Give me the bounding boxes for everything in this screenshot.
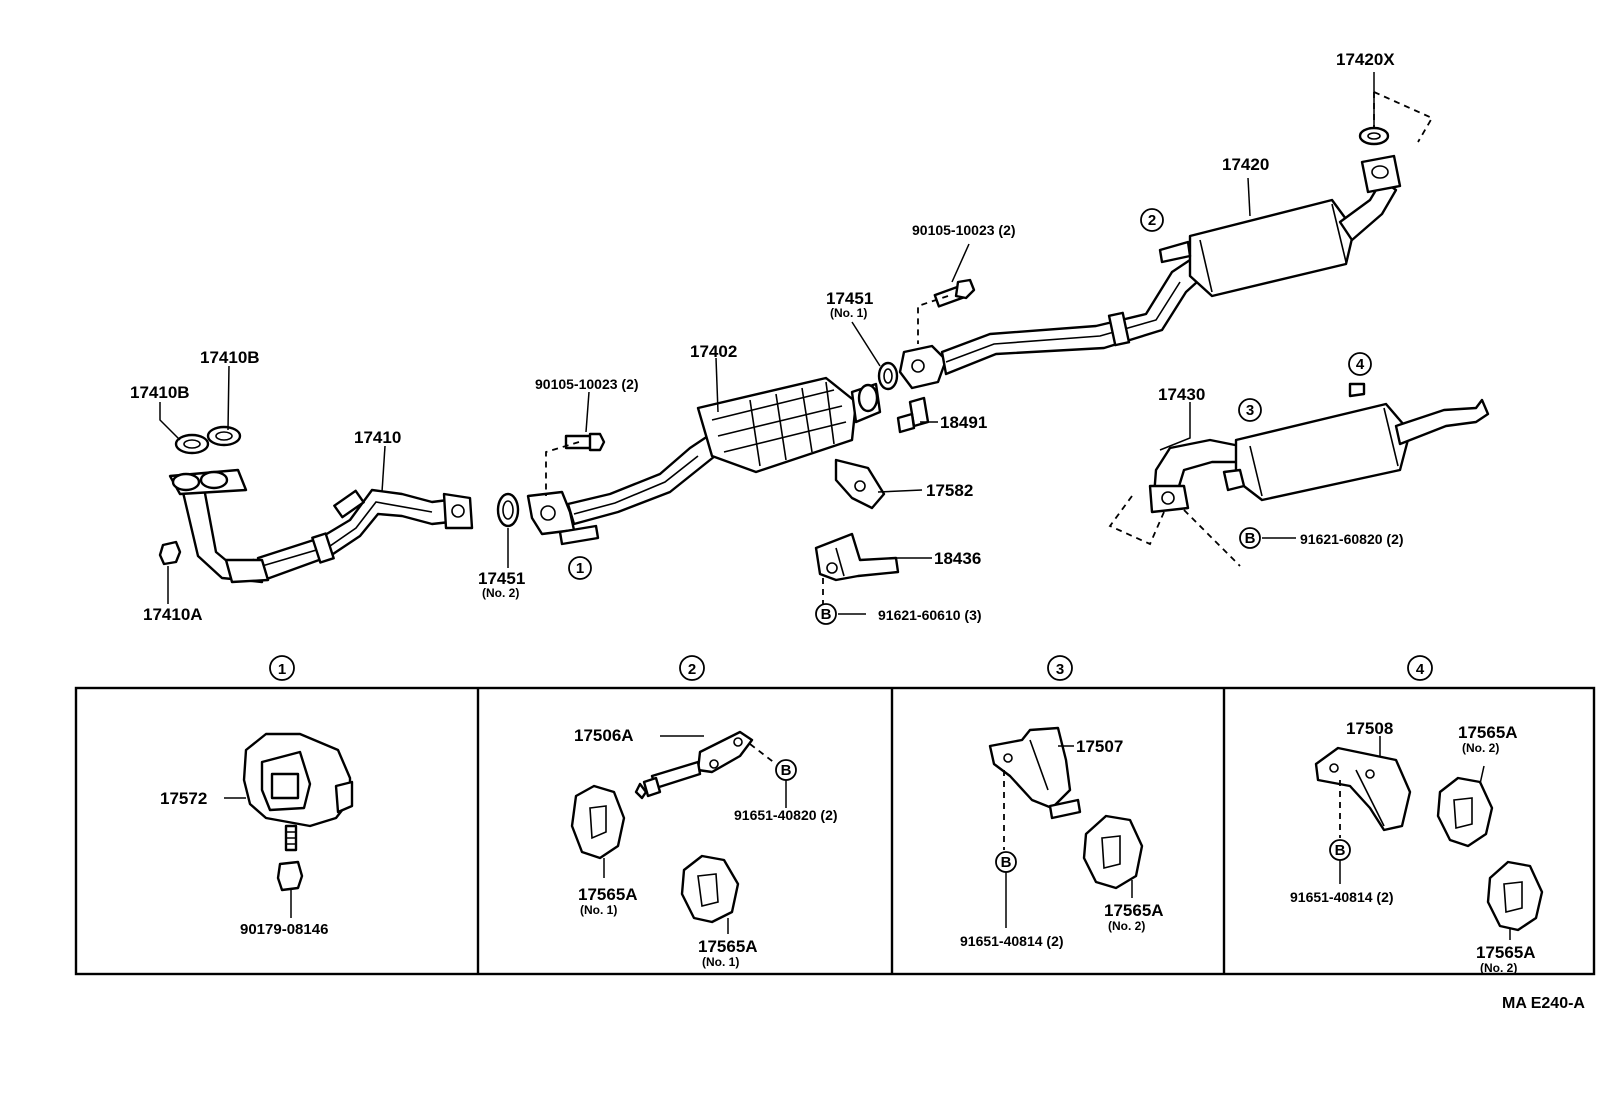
- label-17402: 17402: [690, 342, 737, 361]
- label-17565a-detail2-a-sub: (No. 1): [580, 903, 617, 917]
- callout-marker-3-main: 3: [1238, 398, 1262, 422]
- bracket-18436: [814, 532, 900, 582]
- label-17410b-b: 17410B: [130, 383, 190, 402]
- leader-lines: [159, 72, 1375, 615]
- label-17565a-detail3-sub: (No. 2): [1108, 919, 1145, 933]
- svg-text:2: 2: [1148, 212, 1156, 229]
- label-90105-top: 90105-10023 (2): [912, 222, 1016, 238]
- label-90179-08146: 90179-08146: [240, 921, 328, 938]
- bolt-90105-middle: [564, 432, 606, 452]
- svg-text:3: 3: [1246, 402, 1254, 419]
- main-part-labels: 17420X 17420 90105-10023 (2) 17451 (No. …: [130, 50, 1404, 624]
- label-17565a-detail4-b: 17565A: [1476, 943, 1536, 962]
- svg-text:B: B: [1245, 530, 1256, 547]
- label-17451-no1: 17451: [826, 289, 873, 308]
- label-17506a: 17506A: [574, 726, 634, 745]
- label-17430: 17430: [1158, 385, 1205, 404]
- label-17582: 17582: [926, 481, 973, 500]
- label-17420: 17420: [1222, 155, 1269, 174]
- label-17451-no1-sub: (No. 1): [830, 306, 867, 320]
- callout-marker-4-main: 4: [1348, 352, 1372, 376]
- bolt-b-marker-main-1: B: [815, 603, 837, 625]
- detail-header-2: 2: [679, 655, 705, 681]
- label-17565a-detail4-b-sub: (No. 2): [1480, 961, 1517, 975]
- label-17572: 17572: [160, 789, 207, 808]
- label-17451-no2: 17451: [478, 569, 525, 588]
- label-90105-middle: 90105-10023 (2): [535, 376, 639, 392]
- svg-text:B: B: [781, 762, 792, 779]
- bolt-b-marker-main-2: B: [1239, 527, 1261, 549]
- catalytic-converter-17402: [696, 376, 882, 474]
- label-17451-no2-sub: (No. 2): [482, 586, 519, 600]
- diagram-reference-code: MA E240-A: [1502, 995, 1585, 1012]
- tail-pipe-17430: [1148, 382, 1490, 514]
- label-91651-40814-detail3: 91651-40814 (2): [960, 933, 1064, 949]
- label-17410b-a: 17410B: [200, 348, 260, 367]
- label-91651-40820: 91651-40820 (2): [734, 807, 838, 823]
- bracket-17582: [834, 458, 886, 510]
- bracket-18491: [896, 396, 930, 434]
- label-17565a-detail3: 17565A: [1104, 901, 1164, 920]
- label-17565a-detail4-a-sub: (No. 2): [1462, 741, 1499, 755]
- gasket-17451-no2: [496, 492, 520, 528]
- svg-text:4: 4: [1356, 356, 1365, 373]
- label-91651-40814-detail4: 91651-40814 (2): [1290, 889, 1394, 905]
- detail-2-hanger-17506a: B 17506A 91651-40820 (2) 17565A (No. 1) …: [570, 726, 838, 969]
- center-pipe-muffler-17420: [898, 154, 1402, 390]
- svg-text:3: 3: [1056, 661, 1064, 678]
- label-18491: 18491: [940, 413, 987, 432]
- nut-17410a: [158, 540, 182, 566]
- label-17565a-detail2-a: 17565A: [578, 885, 638, 904]
- label-17508: 17508: [1346, 719, 1393, 738]
- front-pipe-17410: [168, 468, 474, 584]
- detail-header-3: 3: [1047, 655, 1073, 681]
- converter-inlet-pipe: [526, 434, 722, 546]
- label-17410a: 17410A: [143, 605, 203, 624]
- detail-4-bracket-17508: 17508 B 91651-40814 (2) 17565A (No. 2) 1…: [1290, 719, 1544, 975]
- callout-marker-2-main: 2: [1140, 208, 1164, 232]
- detail-1-mount-17572: 17572 90179-08146: [160, 732, 354, 938]
- detail-panel-frame: [74, 686, 1596, 976]
- label-91621-60820: 91621-60820 (2): [1300, 531, 1404, 547]
- label-17565a-detail4-a: 17565A: [1458, 723, 1518, 742]
- callout-marker-1-main: 1: [568, 556, 592, 580]
- bolt-90105-top: [933, 278, 976, 308]
- label-91621-60610: 91621-60610 (3): [878, 607, 982, 623]
- svg-text:2: 2: [688, 661, 696, 678]
- label-17420x: 17420X: [1336, 50, 1395, 69]
- svg-text:B: B: [821, 606, 832, 623]
- label-17410: 17410: [354, 428, 401, 447]
- label-17507: 17507: [1076, 737, 1123, 756]
- detail-header-1: 1: [269, 655, 295, 681]
- svg-text:B: B: [1001, 854, 1012, 871]
- gasket-17410b-pair: [174, 425, 242, 455]
- svg-text:B: B: [1335, 842, 1346, 859]
- gasket-17420x: [1358, 126, 1390, 146]
- label-17565a-detail2-b: 17565A: [698, 937, 758, 956]
- svg-text:4: 4: [1416, 661, 1425, 678]
- gasket-17451-no1: [877, 361, 899, 391]
- detail-3-bracket-17507: 17507 B 91651-40814 (2) 17565A (No. 2): [960, 726, 1164, 949]
- svg-text:1: 1: [576, 560, 584, 577]
- label-17565a-detail2-b-sub: (No. 1): [702, 955, 739, 969]
- detail-header-4: 4: [1407, 655, 1433, 681]
- svg-text:1: 1: [278, 661, 286, 678]
- label-18436: 18436: [934, 549, 981, 568]
